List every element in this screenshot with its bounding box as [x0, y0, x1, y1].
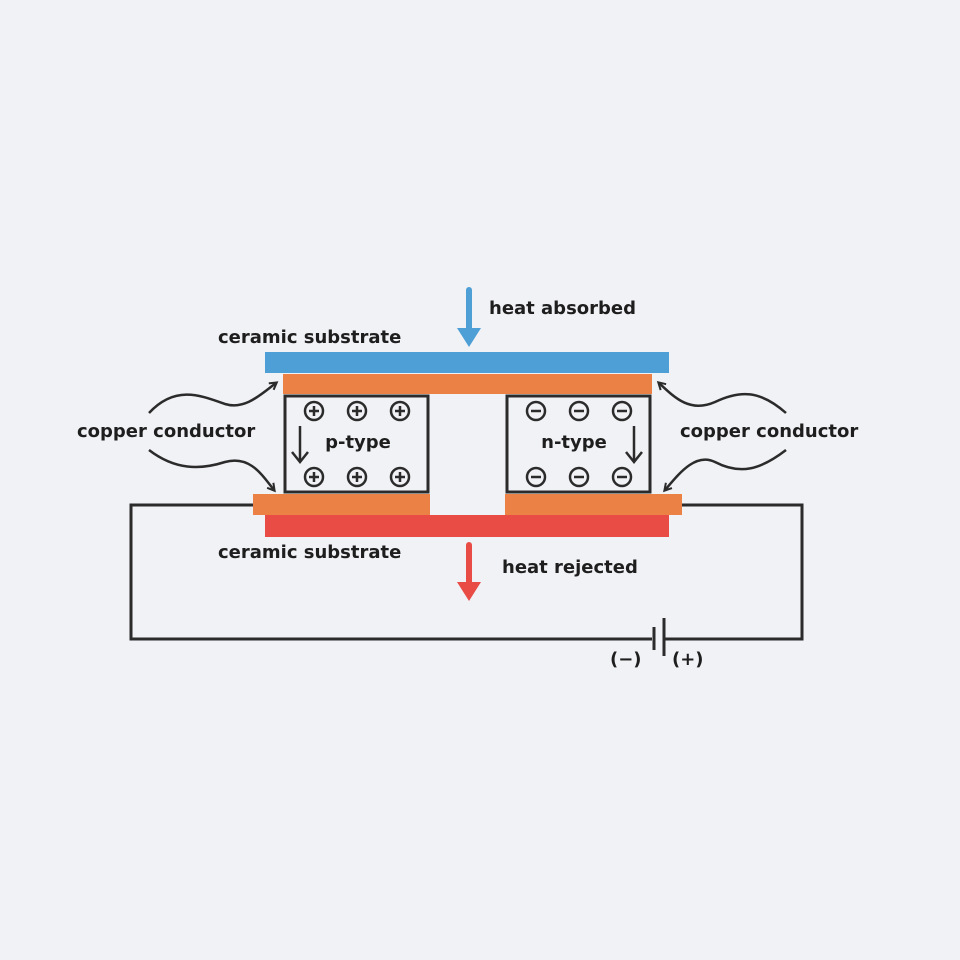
heat-rejected-label: heat rejected	[502, 557, 638, 578]
positive-carrier-icon	[346, 466, 368, 488]
ceramic-substrate-top-label: ceramic substrate	[218, 327, 401, 348]
positive-carrier-icon	[389, 466, 411, 488]
positive-carrier-icon	[303, 466, 325, 488]
pointer-arrow-left-bottom	[148, 449, 274, 490]
battery-negative-label: (−)	[610, 649, 642, 670]
battery-icon	[652, 618, 666, 656]
pointer-arrow-right-top	[659, 383, 787, 414]
ceramic-substrate-bottom	[265, 515, 669, 537]
p-type-label: p-type	[325, 432, 391, 453]
current-arrow-p	[291, 426, 309, 465]
heat-absorbed-arrow	[457, 287, 481, 347]
positive-carrier-icon	[389, 400, 411, 422]
negative-carrier-icon	[525, 466, 547, 488]
negative-carrier-icon	[568, 466, 590, 488]
circuit-wire-right	[664, 503, 804, 641]
ceramic-substrate-top	[265, 352, 669, 373]
battery-positive-label: (+)	[672, 649, 704, 670]
pointer-arrow-left-top	[148, 383, 276, 414]
copper-conductor-left-label: copper conductor	[77, 421, 255, 442]
pointer-arrow-right-bottom	[665, 449, 787, 490]
negative-carrier-icon	[568, 400, 590, 422]
ceramic-substrate-bottom-label: ceramic substrate	[218, 542, 401, 563]
charge-carriers	[303, 400, 633, 488]
circuit-wire	[129, 503, 652, 641]
negative-carrier-icon	[611, 400, 633, 422]
copper-conductor-top	[283, 374, 652, 394]
heat-absorbed-label: heat absorbed	[489, 298, 636, 319]
positive-carrier-icon	[303, 400, 325, 422]
heat-rejected-arrow	[457, 542, 481, 601]
current-arrow-n	[625, 426, 643, 465]
copper-conductor-bottom-right	[505, 494, 682, 515]
positive-carrier-icon	[346, 400, 368, 422]
negative-carrier-icon	[611, 466, 633, 488]
copper-conductor-bottom-left	[253, 494, 430, 515]
n-type-label: n-type	[541, 432, 607, 453]
copper-conductor-right-label: copper conductor	[680, 421, 858, 442]
negative-carrier-icon	[525, 400, 547, 422]
